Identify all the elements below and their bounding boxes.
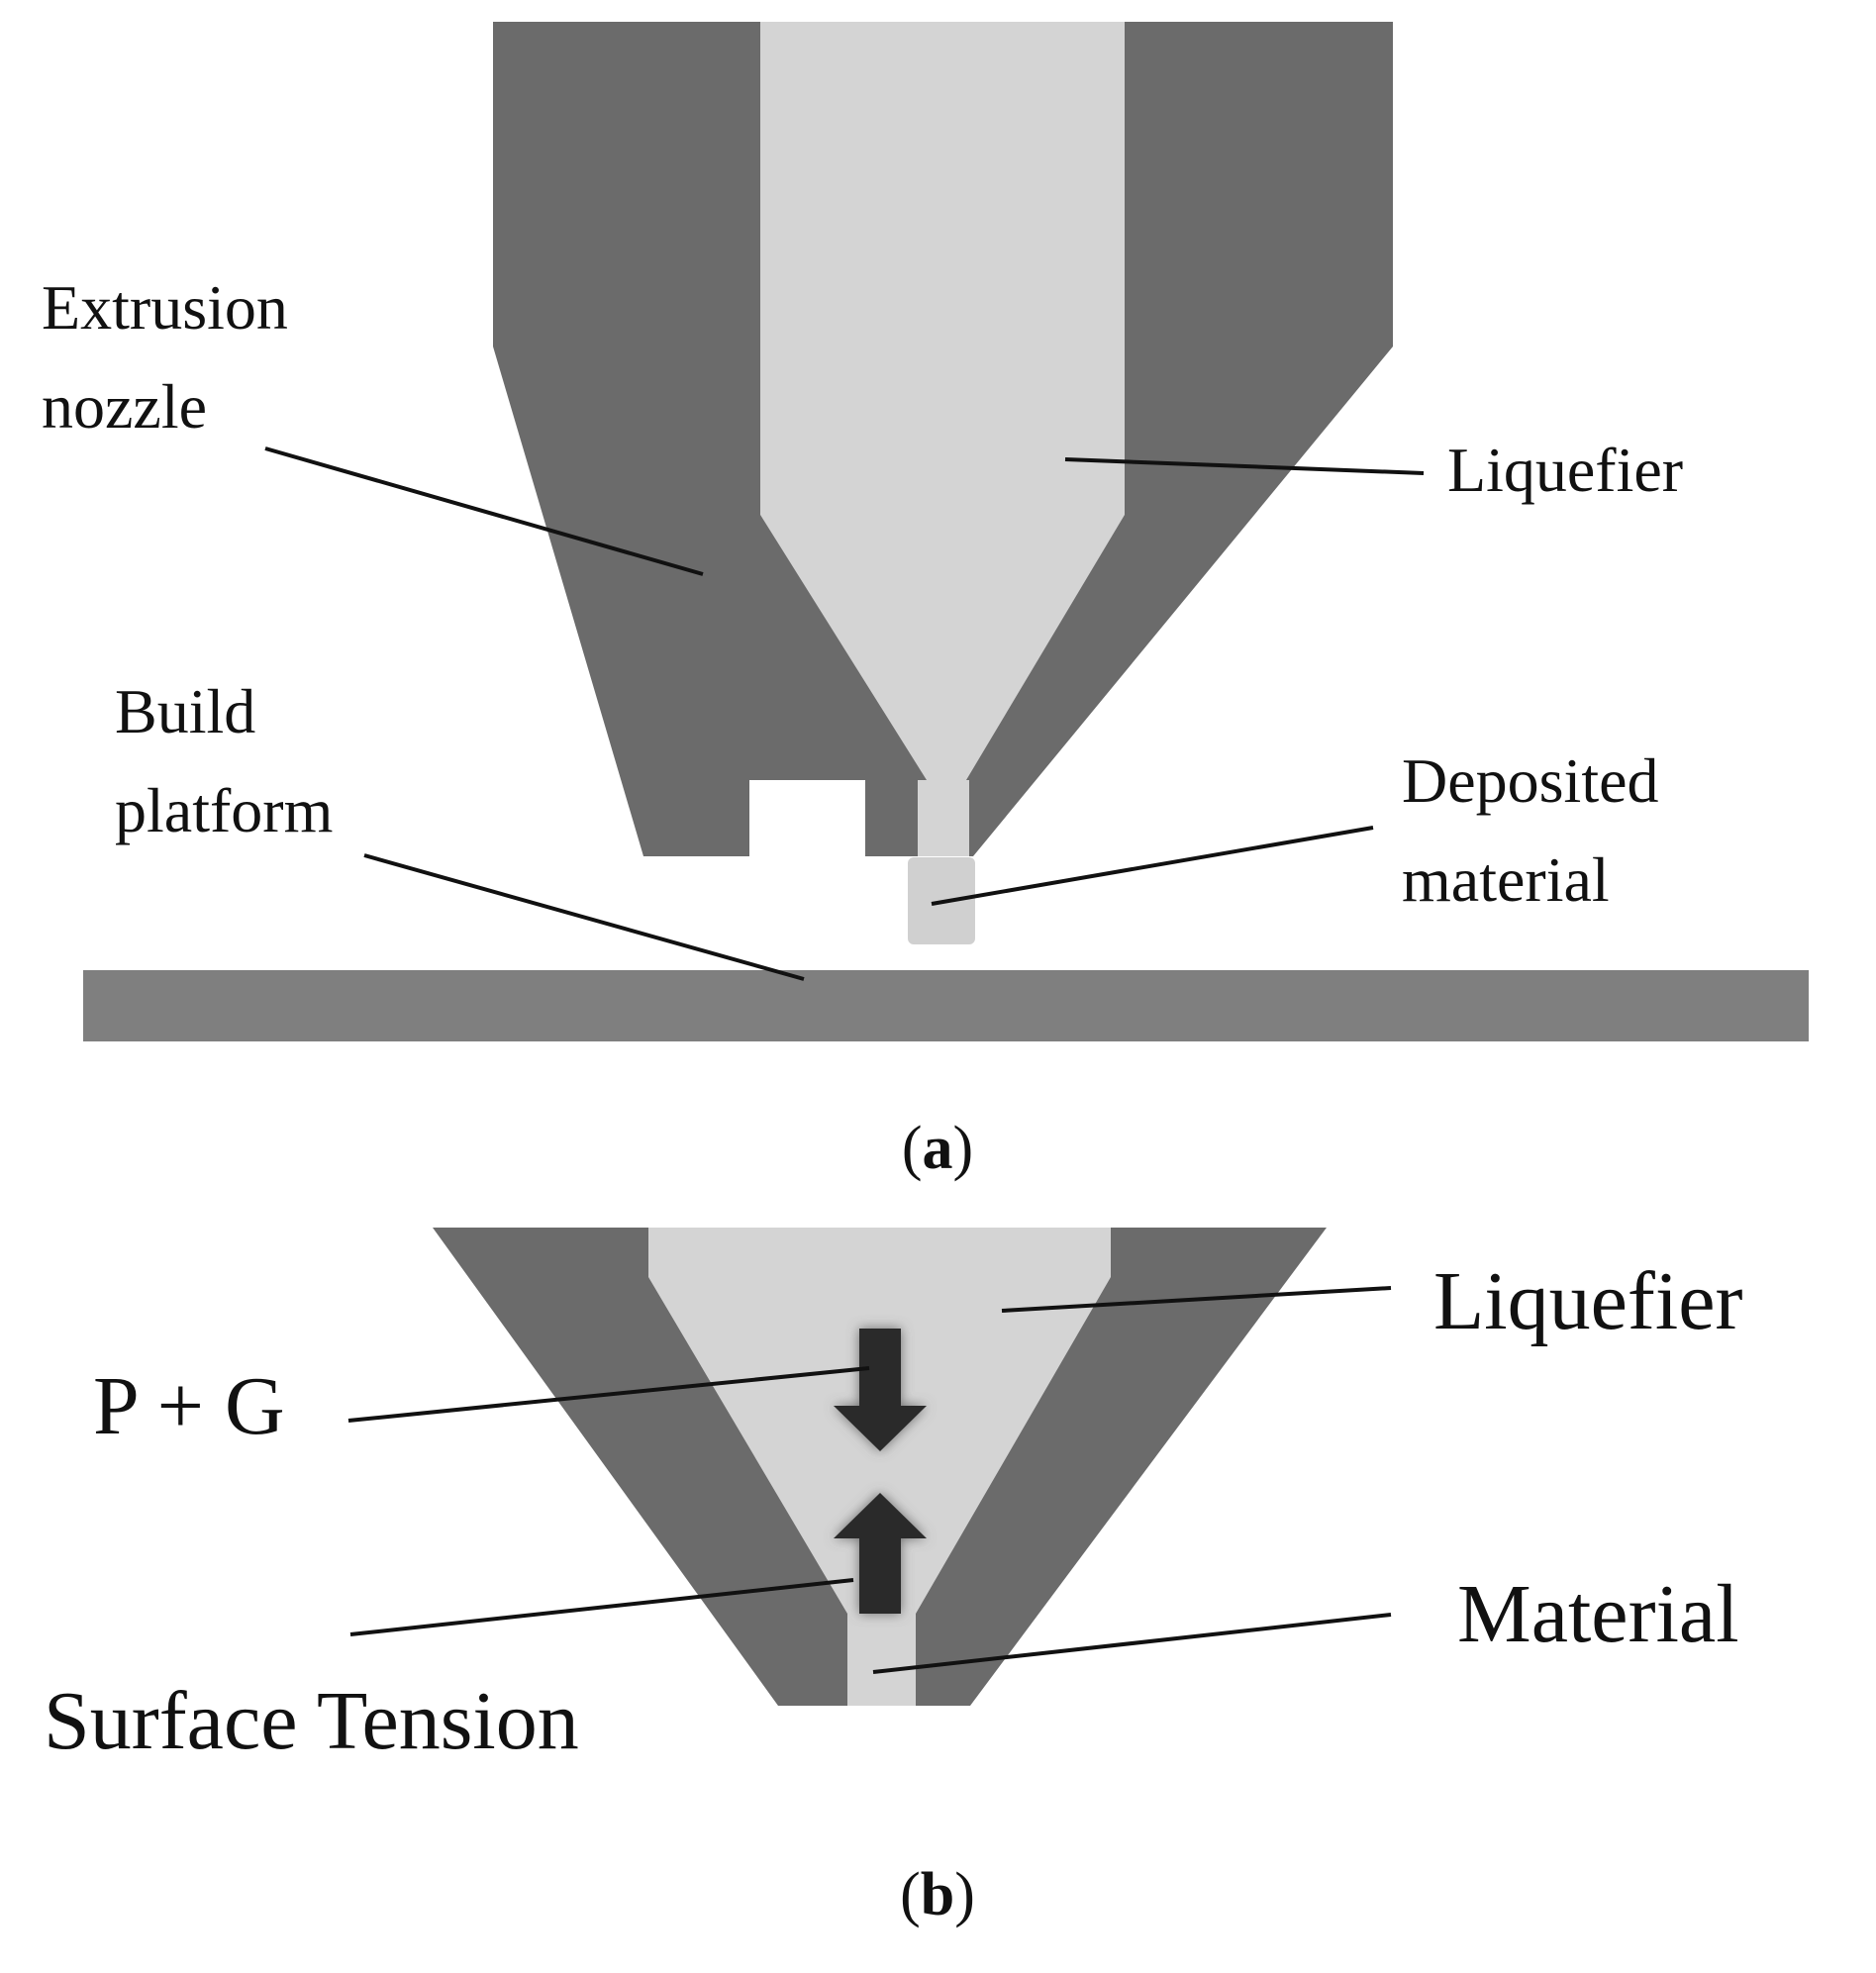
deposited-material-label: Deposited material (1402, 745, 1675, 915)
nozzle-orifice (918, 780, 969, 856)
liquefier-channel (760, 22, 1125, 856)
build-platform-leader (363, 853, 805, 981)
deposited-material-label-line2: material (1402, 844, 1610, 915)
deposited-material-leader (931, 826, 1374, 906)
build-platform-label-line1: Build (115, 676, 255, 746)
material-leader (872, 1613, 1392, 1674)
pressure-gravity-arrow (834, 1329, 927, 1451)
caption-b: (b) (900, 1861, 975, 1928)
liquefier-region-b (648, 1228, 1111, 1706)
liquefier-leader-a (1064, 457, 1425, 475)
caption-a-letter: a (923, 1115, 953, 1182)
liquefier-leader-b (1001, 1286, 1392, 1313)
build-platform-label-line2: platform (115, 775, 333, 845)
extrusion-nozzle-leader (264, 446, 704, 576)
extrusion-nozzle-label: Extrusion nozzle (42, 272, 304, 442)
liquefier-label-a: Liquefier (1447, 435, 1683, 505)
deposited-material-label-line1: Deposited (1402, 745, 1659, 816)
caption-b-open: ( (900, 1861, 921, 1928)
material-label: Material (1457, 1568, 1739, 1660)
build-platform-label: Build platform (115, 676, 333, 845)
p-plus-g-label: P + G (93, 1360, 285, 1452)
panel-b: Liquefier P + G Material Surface Tension… (44, 1228, 1743, 1928)
caption-b-letter: b (921, 1861, 954, 1928)
panel-a: Extrusion nozzle Liquefier Build platfor… (42, 22, 1809, 1182)
build-platform (83, 970, 1809, 1041)
caption-a-close: ) (953, 1115, 974, 1182)
surface-tension-label: Surface Tension (44, 1675, 579, 1767)
extrusion-nozzle-label-line1: Extrusion (42, 272, 288, 343)
caption-a: (a) (902, 1115, 973, 1182)
caption-a-open: ( (902, 1115, 923, 1182)
liquefier-label-b: Liquefier (1433, 1255, 1743, 1347)
surface-tension-leader (349, 1578, 854, 1636)
caption-b-close: ) (954, 1861, 975, 1928)
p-plus-g-leader (347, 1366, 870, 1423)
surface-tension-arrow (834, 1493, 927, 1614)
extrusion-nozzle-label-line2: nozzle (42, 371, 207, 442)
